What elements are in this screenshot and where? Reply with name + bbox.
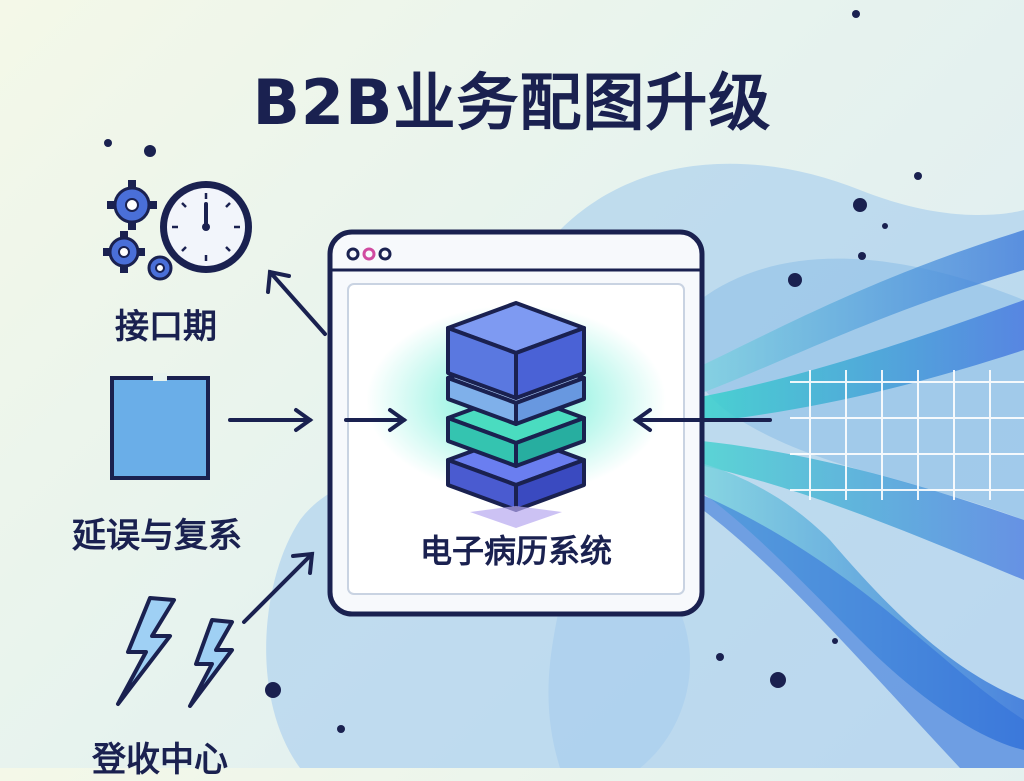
label-interface-period: 接口期 (115, 307, 217, 347)
arrow-from-waves (632, 408, 772, 432)
decorative-dots (104, 10, 922, 733)
arrow-to-interface (266, 269, 327, 336)
grid-pattern (790, 370, 1024, 500)
square-icon (110, 373, 210, 480)
system-label: 电子病历系统 (419, 532, 612, 570)
page-title: B2B业务配图升级 (252, 66, 772, 139)
server-stack-icon (446, 301, 586, 528)
window-controls (346, 247, 392, 261)
arrow-from-lightning (242, 551, 315, 624)
label-receipt-center: 登收中心 (92, 740, 228, 780)
arrows (228, 269, 772, 624)
lightning-icon (116, 596, 234, 708)
label-delay-recovery: 延误与复系 (72, 516, 242, 556)
gears-clock-icon (103, 180, 252, 281)
arrow-to-window-left (228, 408, 408, 432)
